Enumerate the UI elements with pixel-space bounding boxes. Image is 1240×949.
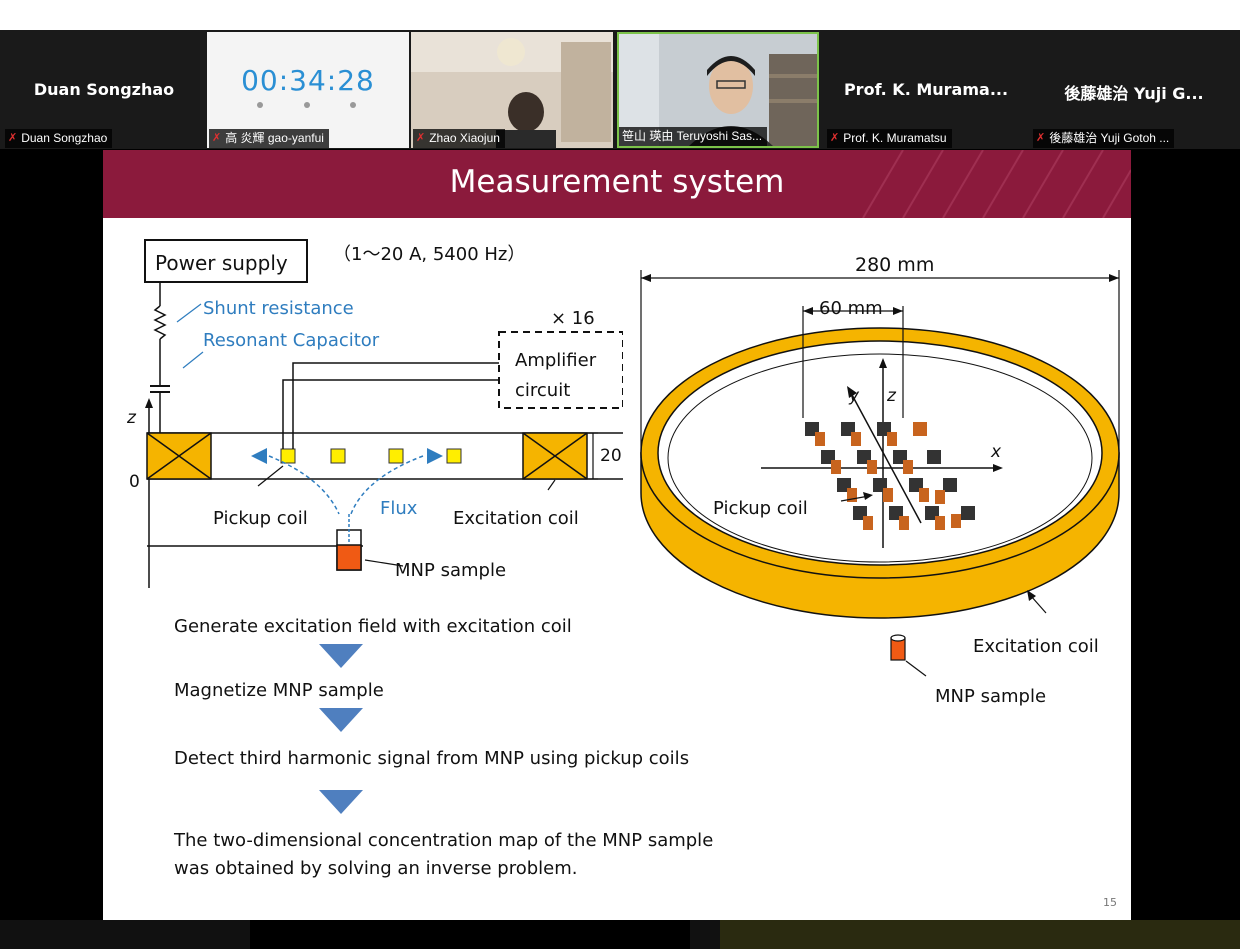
top-bar — [0, 0, 1240, 30]
bottom-bar-segment — [720, 920, 1240, 949]
excitation-coil-label-right: Excitation coil — [973, 636, 1099, 657]
participant-tile-sasayama[interactable]: 笹山 瑛由 Teruyoshi Sas... — [617, 32, 819, 148]
timer-display: 00:34:28 — [241, 64, 375, 97]
participant-label-text: Zhao Xiaojun — [429, 131, 500, 145]
video-feed — [411, 32, 613, 148]
shared-slide: Measurement system — [103, 150, 1131, 920]
timer-dot-icon — [350, 102, 356, 108]
participant-name: 後藤雄治 Yuji G... — [1064, 84, 1204, 103]
participant-tile-zhao[interactable]: ✗Zhao Xiaojun — [411, 32, 613, 148]
width-60mm-label: 60 mm — [819, 298, 883, 319]
timer-controls — [252, 102, 364, 116]
amplifier-circuit-label: circuit — [515, 380, 571, 401]
participant-label-text: Prof. K. Muramatsu — [843, 131, 947, 145]
pickup-coil-label-right: Pickup coil — [713, 498, 808, 519]
mic-muted-icon: ✗ — [830, 132, 840, 144]
participant-label: 笹山 瑛由 Teruyoshi Sas... — [619, 127, 768, 146]
participant-label: ✗Zhao Xiaojun — [413, 129, 505, 148]
current-frequency-label: （1〜20 A, 5400 Hz） — [333, 244, 526, 265]
resonant-capacitor-label: Resonant Capacitor — [203, 330, 380, 351]
header-stripes — [862, 150, 1131, 218]
pickup-coil-label: Pickup coil — [213, 508, 308, 529]
slide-title: Measurement system — [449, 164, 785, 200]
x-axis-label: x — [991, 442, 1002, 462]
participant-name: Prof. K. Murama... — [843, 80, 1009, 99]
participant-label-text: 後藤雄治 Yuji Gotoh ... — [1049, 131, 1170, 145]
timer-dot-icon — [257, 102, 263, 108]
height-label: 20 — [600, 446, 622, 466]
step-3: Detect third harmonic signal from MNP us… — [174, 748, 690, 769]
down-arrow-icon — [319, 790, 363, 814]
slide-header: Measurement system — [103, 150, 1131, 218]
mnp-sample-label: MNP sample — [395, 560, 507, 581]
mic-muted-icon: ✗ — [8, 132, 18, 144]
bottom-bar-segment — [250, 920, 690, 949]
down-arrow-icon — [319, 644, 363, 668]
shunt-resistance-label: Shunt resistance — [203, 298, 354, 319]
participant-label-text: 笹山 瑛由 Teruyoshi Sas... — [622, 129, 763, 143]
mic-muted-icon: ✗ — [1036, 132, 1046, 144]
participant-tile-muramatsu[interactable]: Prof. K. Murama... ✗Prof. K. Muramatsu — [825, 32, 1027, 148]
step-4-line-2: was obtained by solving an inverse probl… — [174, 858, 578, 879]
slide-page-number: 15 — [1103, 896, 1117, 909]
bottom-bar — [0, 920, 1240, 949]
power-supply-label: Power supply — [155, 251, 288, 275]
right-diagram — [640, 270, 1120, 677]
zero-label: 0 — [129, 472, 140, 492]
participant-name: Duan Songzhao — [33, 80, 175, 99]
multiplier-label: × 16 — [551, 308, 595, 329]
participant-label: ✗Duan Songzhao — [5, 129, 113, 148]
excitation-coil-label: Excitation coil — [453, 508, 579, 529]
z-axis-label-right: z — [887, 386, 896, 406]
z-axis-label: z — [127, 408, 136, 428]
participant-tile-gao[interactable]: 00:34:28 ✗高 炎輝 gao-yanfui — [207, 32, 409, 148]
mnp-sample-label-right: MNP sample — [935, 686, 1047, 707]
participant-label-text: 高 炎輝 gao-yanfui — [225, 131, 324, 145]
step-4-line-1: The two-dimensional concentration map of… — [174, 830, 714, 851]
amplifier-label: Amplifier — [515, 350, 597, 371]
timer-dot-icon — [304, 102, 310, 108]
participant-label: ✗Prof. K. Muramatsu — [827, 129, 952, 148]
participant-tile-gotoh[interactable]: 後藤雄治 Yuji G... ✗後藤雄治 Yuji Gotoh ... — [1031, 32, 1237, 148]
participant-label-text: Duan Songzhao — [21, 131, 108, 145]
down-arrow-icon — [319, 708, 363, 732]
participant-label: ✗高 炎輝 gao-yanfui — [209, 129, 329, 148]
y-axis-label: y — [849, 386, 860, 406]
step-2: Magnetize MNP sample — [174, 680, 384, 701]
participant-label: ✗後藤雄治 Yuji Gotoh ... — [1033, 129, 1175, 148]
flux-label: Flux — [380, 498, 418, 519]
mic-muted-icon: ✗ — [212, 132, 222, 144]
participant-tile-duan[interactable]: Duan Songzhao ✗Duan Songzhao — [3, 32, 205, 148]
width-280mm-label: 280 mm — [855, 254, 935, 276]
left-diagram — [144, 239, 623, 588]
step-1: Generate excitation field with excitatio… — [174, 616, 572, 637]
mic-muted-icon: ✗ — [416, 132, 426, 144]
